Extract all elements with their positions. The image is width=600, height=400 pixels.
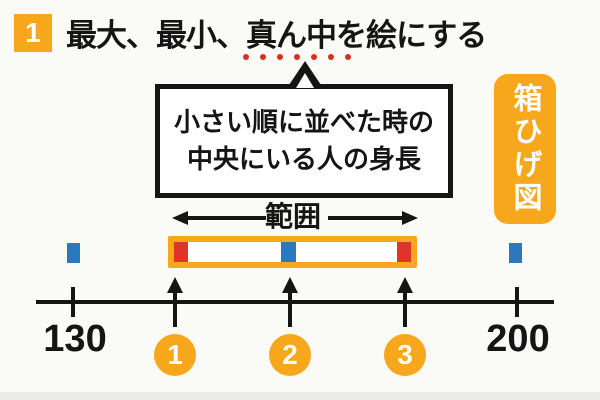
title-suffix: を絵にする [336, 18, 487, 53]
page-title: 最大、最小、真ん中を絵にする [66, 15, 487, 57]
range-arrow-right-icon [328, 211, 418, 225]
boxplot-max-mark [397, 242, 411, 262]
callout-line-2: 中央にいる人の身長 [186, 144, 421, 174]
step-circle-1: 1 [154, 334, 196, 376]
tick-130 [71, 287, 75, 317]
range-label: 範囲 [264, 201, 321, 232]
pointer-arrow-3-icon [397, 277, 413, 327]
step-circle-3: 3 [384, 334, 426, 376]
range-arrow-left-icon [172, 211, 266, 225]
whisker-end-right-mark [509, 243, 522, 263]
boxplot-side-label: 箱ひげ図 [494, 74, 556, 224]
boxplot-box [168, 236, 417, 268]
emphasis-dot [260, 54, 266, 60]
emphasis-dot [345, 54, 351, 60]
callout-line-1: 小さい順に並べた時の [173, 107, 434, 137]
emphasis-dot [243, 54, 249, 60]
title-emphasis: 真ん中 [246, 18, 337, 53]
emphasis-dot [311, 54, 317, 60]
title-prefix: 最大、最小、 [66, 18, 247, 53]
number-line [36, 300, 554, 304]
axis-min-label: 130 [43, 318, 107, 360]
step-circle-2: 2 [269, 334, 311, 376]
bottom-edge-band [0, 392, 600, 400]
emphasis-dot [277, 54, 283, 60]
pointer-arrow-2-icon [282, 277, 298, 327]
section-number-badge: 1 [14, 14, 52, 52]
callout-box: 小さい順に並べた時の 中央にいる人の身長 [155, 84, 453, 198]
tick-200 [515, 287, 519, 317]
boxplot-min-mark [174, 242, 188, 262]
pointer-arrow-1-icon [167, 277, 183, 327]
axis-max-label: 200 [486, 318, 550, 360]
emphasis-dot [294, 54, 300, 60]
whisker-end-left-mark [67, 243, 80, 263]
emphasis-dot [328, 54, 334, 60]
callout-pointer-fill [296, 73, 314, 88]
boxplot-median-mark [281, 242, 296, 262]
